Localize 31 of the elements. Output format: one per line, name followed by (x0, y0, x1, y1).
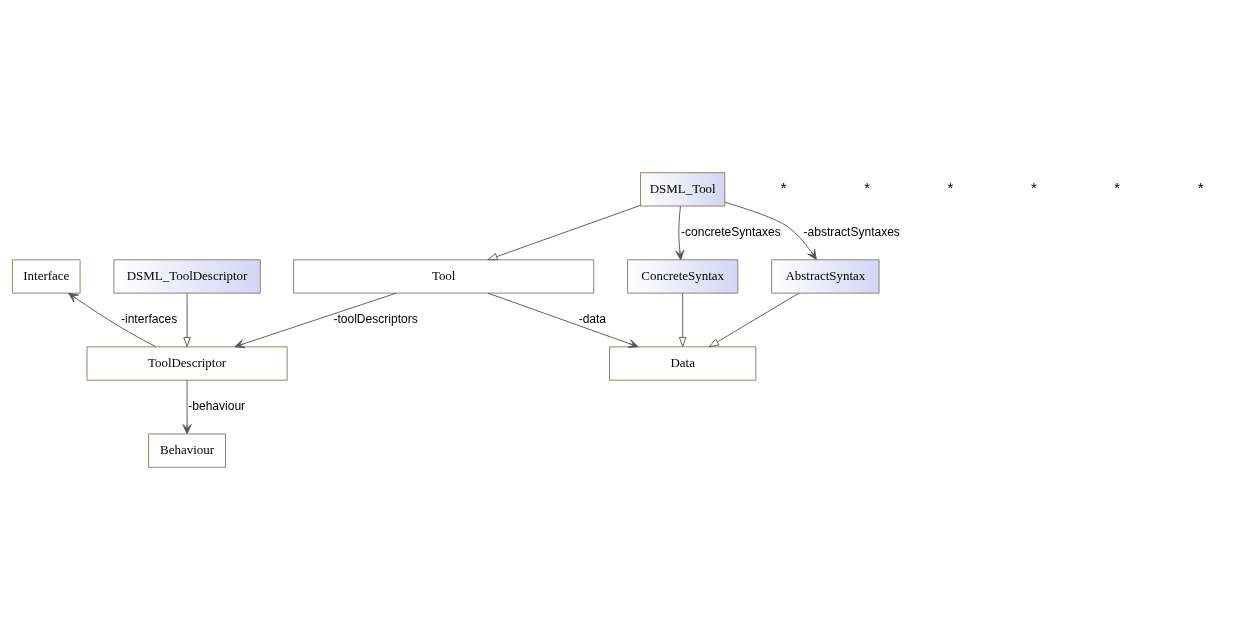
arrow (675, 205, 685, 261)
edge-label: -concreteSyntaxes (681, 225, 781, 240)
edge-label: -toolDescriptors (333, 312, 418, 327)
label: * (947, 179, 954, 196)
label: * (1197, 179, 1204, 196)
node-box: AbstractSyntax (771, 259, 880, 294)
node-box: ConcreteSyntax (627, 259, 739, 294)
arrow (183, 292, 191, 348)
arrow (708, 292, 800, 348)
node-box: ToolDescriptor (86, 346, 288, 381)
node-box: DSML_ToolDescriptor (113, 259, 261, 294)
label: * (1114, 179, 1121, 196)
arrow (487, 204, 641, 261)
edge-label: -data (578, 312, 607, 327)
node-box: Interface (12, 259, 81, 294)
node-box: DSML_Tool (640, 172, 726, 207)
arrow (487, 292, 639, 348)
arrow (724, 201, 817, 260)
node-box: Tool (293, 259, 595, 294)
edge-label: -abstractSyntaxes (803, 225, 900, 240)
label: * (1030, 179, 1037, 196)
node-box: Data (609, 346, 757, 381)
arrow (182, 380, 192, 435)
edge-label: -interfaces (121, 312, 178, 327)
arrow (679, 292, 687, 348)
label: * (864, 179, 870, 196)
edge-label: -behaviour (188, 399, 246, 414)
node-box: Behaviour (148, 433, 226, 468)
arrow (68, 292, 157, 348)
label: * (780, 179, 787, 196)
arrow (234, 292, 397, 349)
